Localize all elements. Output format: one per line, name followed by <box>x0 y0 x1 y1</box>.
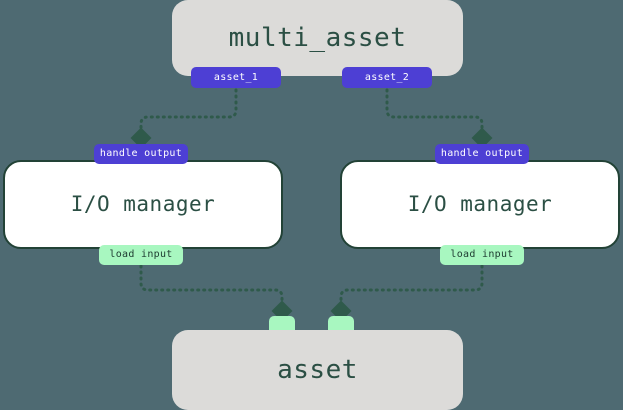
edge-asset1-to-left-handle-output <box>130 88 238 149</box>
handle-left-load-input[interactable]: load input <box>99 245 183 265</box>
node-io-manager-left[interactable]: I/O manager <box>3 160 283 249</box>
handle-asset-2[interactable]: asset_2 <box>342 67 432 88</box>
handle-asset-1-label: asset_1 <box>213 71 259 83</box>
handle-left-handle-output-label: handle output <box>99 148 183 159</box>
node-asset[interactable]: asset <box>172 330 463 410</box>
node-multi-asset[interactable]: multi_asset <box>172 0 463 76</box>
handle-right-load-input-label: load input <box>450 249 514 260</box>
node-io-manager-left-label: I/O manager <box>70 192 216 216</box>
edge-right-load-input-to-asset <box>330 264 484 322</box>
handle-asset-1[interactable]: asset_1 <box>191 67 281 88</box>
node-multi-asset-label: multi_asset <box>228 23 407 53</box>
handle-right-handle-output-label: handle output <box>440 148 524 159</box>
handle-left-handle-output[interactable]: handle output <box>94 144 188 164</box>
node-io-manager-right[interactable]: I/O manager <box>340 160 620 249</box>
handle-left-load-input-label: load input <box>109 249 173 260</box>
handle-right-handle-output[interactable]: handle output <box>435 144 529 164</box>
handle-right-load-input[interactable]: load input <box>440 245 524 265</box>
handle-asset-2-label: asset_2 <box>364 71 410 83</box>
node-asset-label: asset <box>277 355 358 385</box>
edge-left-load-input-to-asset <box>139 264 293 322</box>
edge-asset2-to-right-handle-output <box>385 88 493 149</box>
node-io-manager-right-label: I/O manager <box>407 192 553 216</box>
